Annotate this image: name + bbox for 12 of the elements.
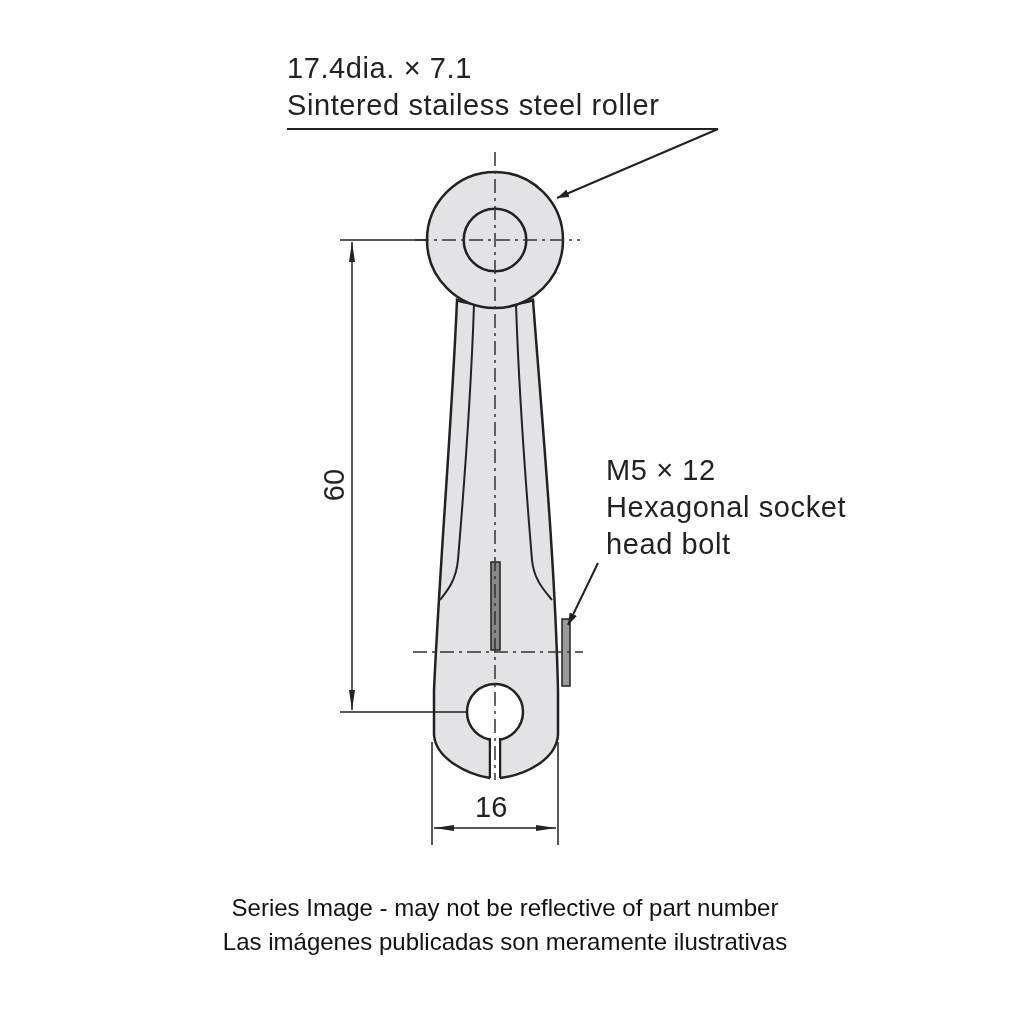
- caption-text: Series Image - may not be reflective of part number: [231, 893, 779, 923]
- roller-drawing: [425, 170, 565, 310]
- leader-line: [286, 128, 719, 199]
- callout-text: 17.4dia. × 7.1: [287, 51, 472, 86]
- dimension-label: 16: [475, 792, 508, 822]
- caption-text: Las imágenes publicadas son meramente ilustrativas: [222, 927, 788, 957]
- callout-text: Hexagonal socket head bolt: [606, 490, 848, 562]
- callout-text: Sintered stailess steel roller: [287, 88, 660, 123]
- bolt-head: [561, 618, 571, 687]
- leader-line: [567, 562, 599, 626]
- dimension-label: 60: [319, 468, 350, 502]
- callout-text: M5 × 12: [606, 453, 716, 488]
